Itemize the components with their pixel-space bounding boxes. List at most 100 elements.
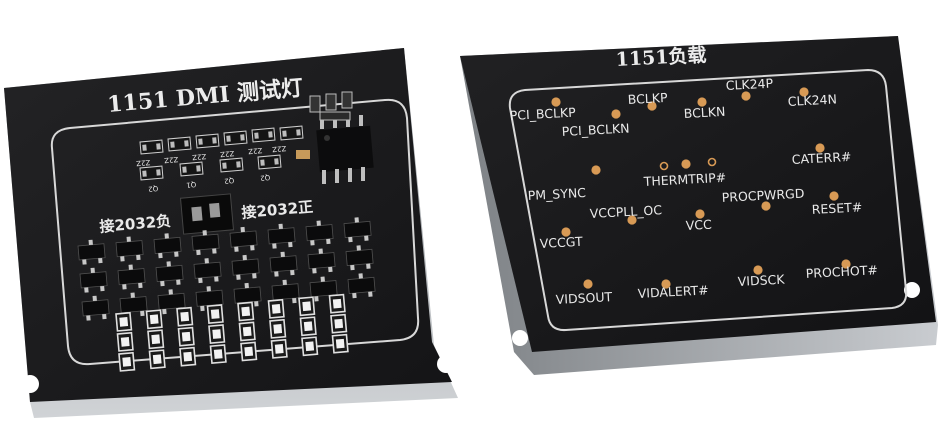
led	[270, 338, 288, 359]
test-pin-label: VIDALERT#	[637, 282, 709, 301]
chip-code-label: Z2Z	[272, 144, 287, 153]
resistor	[257, 154, 282, 170]
test-pad	[695, 209, 705, 219]
led	[240, 341, 258, 362]
test-pin: PCI_BCLKP	[509, 97, 577, 123]
test-pad	[561, 227, 571, 237]
led	[145, 309, 163, 330]
test-pin: PM_SYNC	[527, 165, 601, 203]
test-pin: CATERR#	[791, 143, 852, 167]
test-pin-label: PROCPWRGD	[721, 186, 804, 205]
led	[331, 333, 349, 354]
test-pin-label: BCLKN	[683, 104, 725, 121]
led	[206, 304, 224, 325]
test-pad	[681, 159, 691, 169]
led	[118, 351, 136, 372]
led	[147, 329, 165, 350]
led	[298, 296, 316, 317]
test-pin-label: PCI_BCLKN	[561, 120, 630, 139]
test-pin-label: RESET#	[811, 199, 862, 217]
right-board-outline	[508, 68, 908, 332]
transistor	[153, 233, 182, 259]
right-board-face	[460, 36, 936, 352]
test-pin-label: CLK24P	[725, 76, 774, 93]
test-pin: VCCGT	[539, 227, 583, 251]
transistor	[191, 230, 220, 256]
test-pad	[659, 161, 669, 171]
test-pin: PCI_BCLKN	[561, 109, 630, 139]
left-board-notch	[21, 375, 39, 393]
led	[299, 316, 317, 337]
led	[208, 324, 226, 345]
transistor-code-label: Q2	[260, 173, 271, 182]
test-pin: THERMTRIP#	[642, 157, 726, 189]
right-board-notch	[904, 282, 920, 298]
test-pin-label: PCI_BCLKP	[509, 105, 576, 123]
chip-code-label: Z2Z	[136, 158, 151, 167]
transistor	[155, 261, 184, 287]
test-pin: VIDSOUT	[555, 279, 613, 307]
led	[238, 321, 256, 342]
transistor	[267, 223, 296, 249]
transistor	[345, 245, 374, 271]
led	[267, 298, 285, 319]
test-pin-label: VIDSCK	[737, 272, 785, 289]
led	[177, 326, 195, 347]
test-pin: BCLKP	[627, 90, 668, 111]
test-pin: RESET#	[811, 191, 863, 217]
test-pin: CLK24P	[725, 76, 774, 101]
resistor	[139, 139, 164, 155]
test-pin: CLK24N	[787, 87, 837, 109]
transistor	[79, 267, 108, 293]
transistor	[81, 295, 110, 321]
test-pin-label: THERMTRIP#	[642, 170, 726, 189]
transistor-code-label: Q2	[224, 176, 235, 185]
test-pad	[647, 101, 657, 111]
transistor	[77, 239, 106, 265]
led	[269, 318, 287, 339]
test-pin: VCC	[685, 209, 712, 233]
test-pad	[753, 265, 763, 275]
test-pin: BCLKN	[683, 97, 726, 121]
test-pin: PROCHOT#	[805, 259, 878, 281]
resistor	[279, 125, 304, 141]
test-pin-label: PM_SYNC	[527, 185, 586, 203]
test-pin-label: VCCPLL_OC	[589, 202, 662, 221]
led	[330, 313, 348, 334]
transistor-code-label: Q1	[186, 180, 197, 189]
led	[115, 311, 133, 332]
chip-code-label: Z2Z	[220, 149, 235, 158]
led-grid	[115, 293, 349, 372]
test-pad	[551, 97, 561, 107]
transistor	[117, 264, 146, 290]
resistor	[139, 165, 164, 181]
test-pin-label: BCLKP	[627, 90, 668, 107]
transistor	[343, 217, 372, 243]
test-pin-label: VCCGT	[539, 234, 583, 251]
right-board-title: 1151负载	[615, 43, 707, 71]
led	[328, 293, 346, 314]
test-pad	[583, 279, 593, 289]
resistor	[195, 133, 220, 149]
test-pad	[697, 97, 707, 107]
transistor	[115, 236, 144, 262]
led	[209, 344, 227, 365]
test-pad	[841, 259, 851, 269]
left-board-notch	[437, 355, 455, 373]
test-pin-label: CLK24N	[787, 91, 837, 109]
transistor-code-label: Q2	[148, 184, 159, 193]
test-pin: VCCPLL_OC	[589, 202, 663, 225]
left-board-outline	[50, 98, 420, 366]
test-pad	[707, 157, 717, 167]
led	[116, 331, 134, 352]
chip-code-label: Z2Z	[164, 155, 179, 164]
chip-code-label: Z2Z	[248, 146, 263, 155]
test-pad	[591, 165, 601, 175]
test-pin: VIDSCK	[737, 265, 786, 289]
test-pad	[761, 201, 771, 211]
led	[176, 306, 194, 327]
chip-code-label: Z2Z	[192, 152, 207, 161]
test-pin-label: VIDSOUT	[555, 289, 612, 307]
